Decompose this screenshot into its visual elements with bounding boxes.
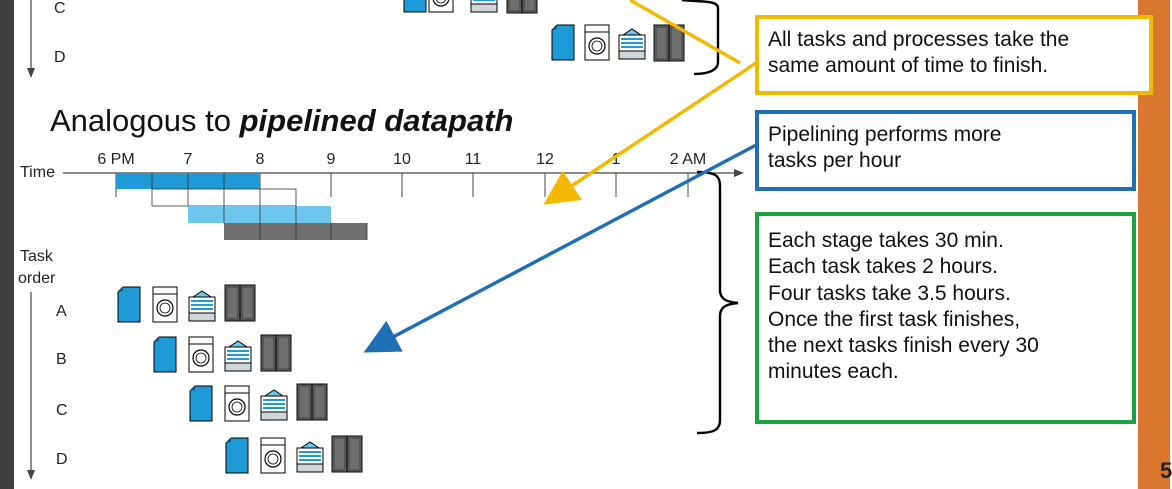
tick-label-8: 8 (256, 151, 265, 168)
task-label-b: B (56, 351, 67, 368)
section-heading: Analogous to pipelined datapath (50, 103, 513, 139)
tick-label-6pm: 6 PM (97, 151, 134, 168)
callout-pipelining-line2: tasks per hour (768, 149, 902, 173)
tick-label-2am: 2 AM (670, 151, 706, 168)
callout-pipelining-line1: Pipelining performs more (768, 123, 1002, 146)
callout-stages-line5: the next tasks finish every 30 (768, 334, 1039, 357)
callout-pipelining: Pipelining performs more tasks per hour (755, 110, 1136, 191)
callout-stages-line2: Each task takes 2 hours. (768, 255, 998, 279)
yellow-connector-top (629, 0, 741, 65)
task-label-d: D (56, 451, 68, 468)
yellow-arrow-to-timeline (543, 55, 766, 205)
laundry-row-b (153, 334, 292, 373)
callout-same-time-line1: All tasks and processes take the (768, 28, 1070, 51)
laundry-row-c (189, 383, 328, 422)
callout-stages-line3: Four tasks take 3.5 hours. (768, 281, 1011, 305)
callout-stages-line1: Each stage takes 30 min. (768, 229, 1004, 252)
tick-label-7: 7 (184, 151, 193, 168)
page-number: 5 (1160, 458, 1172, 483)
tick-label-11: 11 (465, 151, 482, 168)
time-axis-label: Time (20, 164, 55, 181)
laundry-row-d (225, 435, 363, 474)
task-order-arrowhead (27, 470, 35, 480)
task-label-a: A (56, 303, 67, 320)
callout-stages-line4: Once the first task finishes, (768, 307, 1021, 331)
tick-label-12: 12 (536, 151, 554, 168)
pipeline-brace (696, 170, 739, 435)
blue-arrow-to-tasks (363, 141, 761, 353)
top-task-label-d: D (54, 49, 66, 66)
tick-label-10: 10 (393, 151, 411, 168)
laundry-row-a (117, 284, 256, 323)
top-laundry-row-d (551, 24, 685, 62)
task-label-c: C (56, 402, 68, 419)
heading-emphasis: pipelined datapath (239, 103, 514, 138)
heading-prefix: Analogous to (50, 103, 240, 138)
tick-label-9: 9 (327, 151, 336, 168)
tick-label-1: 1 (612, 151, 621, 168)
left-edge-bar (0, 0, 14, 489)
callout-stages-line6: minutes each. (768, 360, 899, 384)
stage-bars (116, 173, 368, 240)
time-axis-arrowhead (734, 169, 744, 177)
task-order-label-line1: Task (20, 248, 54, 265)
callout-same-time: All tasks and processes take the same am… (755, 15, 1153, 95)
task-order-label-line2: order (18, 270, 56, 287)
top-brace (681, 0, 720, 76)
top-axis-arrowhead (27, 68, 35, 78)
top-laundry-row-c (403, 0, 538, 14)
top-task-label-c: C (54, 0, 66, 17)
callout-same-time-line2: same amount of time to finish. (768, 54, 1049, 78)
callout-stages: Each stage takes 30 min. Each task takes… (755, 212, 1136, 424)
